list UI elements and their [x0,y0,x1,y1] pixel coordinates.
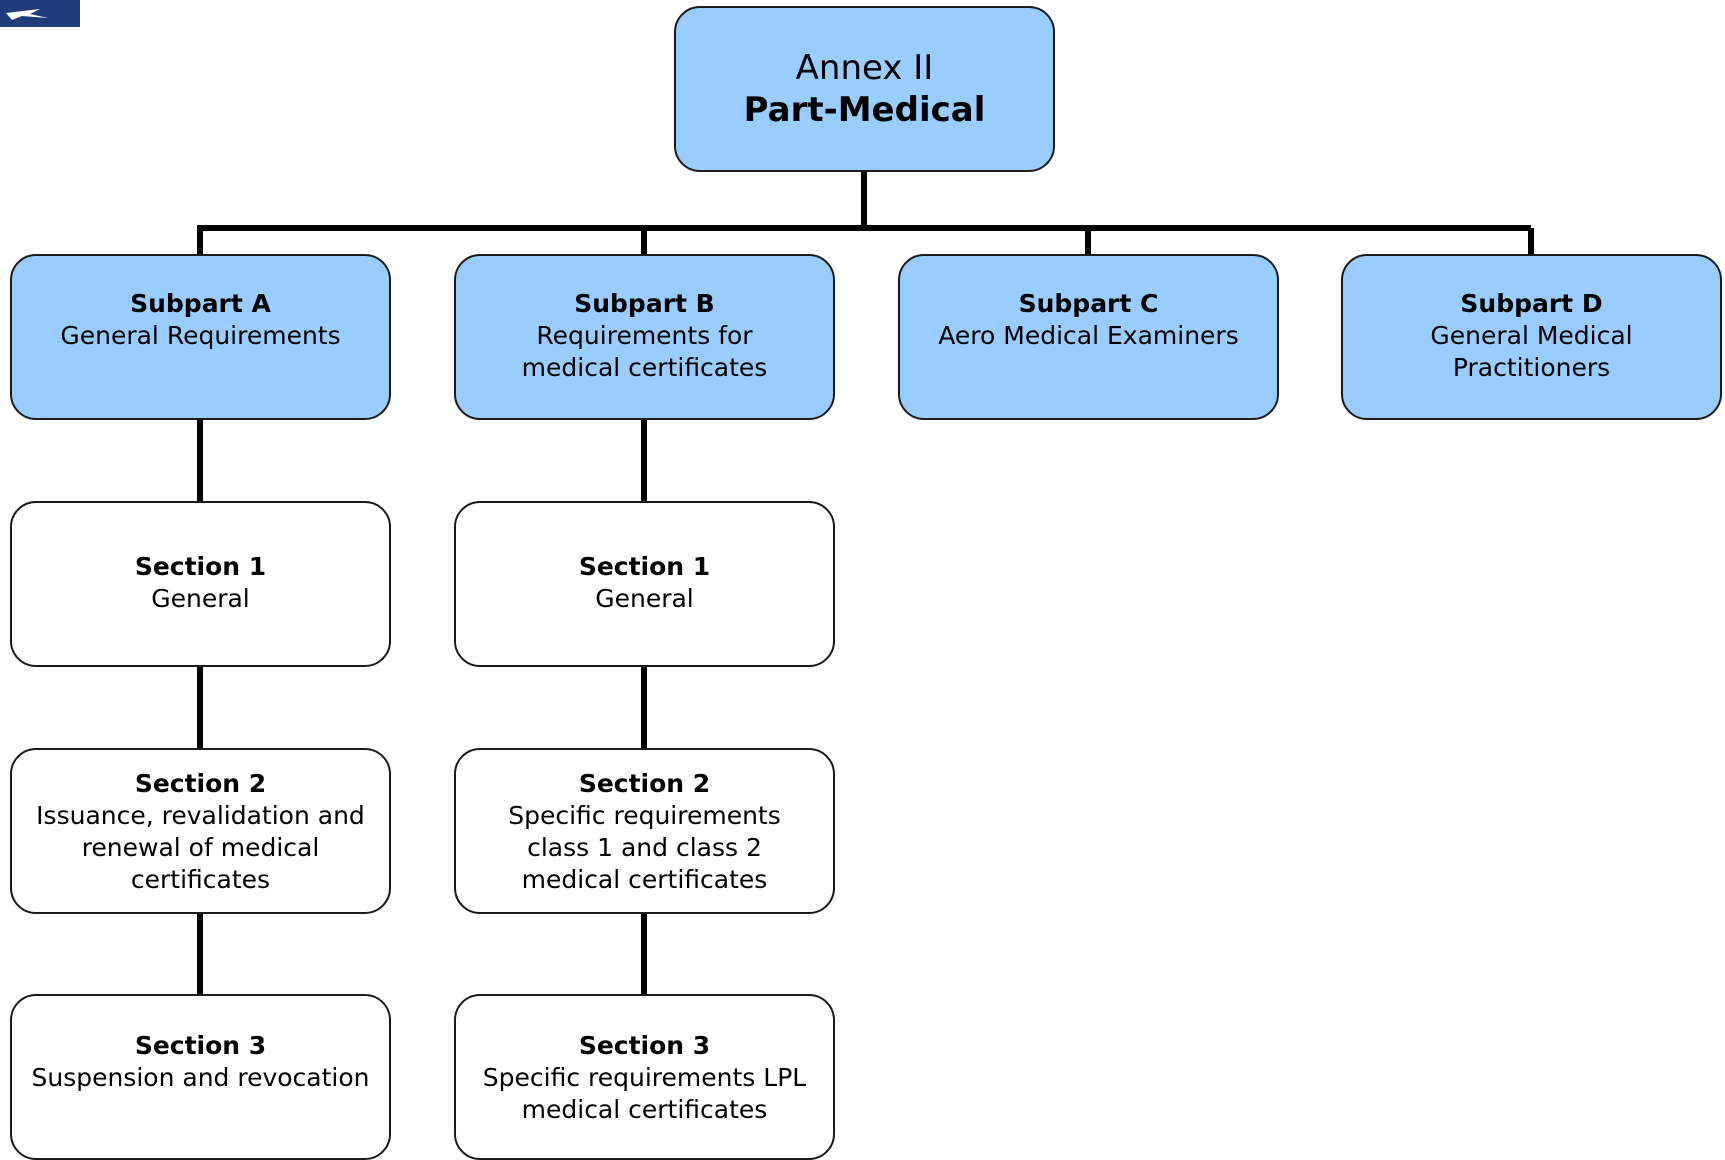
subpart-a-section-3-title: Section 3 [134,1031,267,1060]
subpart-c-box: Subpart C Aero Medical Examiners [898,254,1279,420]
subpart-a-title: Subpart A [130,289,271,318]
subpart-b-section-3-text: Specific requirements LPL medical certif… [482,1063,807,1124]
subpart-a-section-1-title: Section 1 [134,552,267,581]
subpart-a-section-2-box: Section 2 Issuance, revalidation and ren… [10,748,391,914]
subpart-b-section-1-text: General [595,584,694,613]
annex-line1: Annex II [795,48,934,88]
annex-box: Annex II Part-Medical [674,6,1055,172]
logo [0,0,80,27]
subpart-a-section-3-box: Section 3 Suspension and revocation [10,994,391,1160]
subpart-a-section-1-text: General [151,584,250,613]
subpart-b-section-3-title: Section 3 [578,1031,711,1060]
subpart-b-section-2-box: Section 2 Specific requirements class 1 … [454,748,835,914]
subpart-b-title: Subpart B [574,289,715,318]
subpart-a-section-3-text: Suspension and revocation [31,1063,370,1092]
subpart-c-text: Aero Medical Examiners [938,321,1239,350]
subpart-b-section-1-title: Section 1 [578,552,711,581]
subpart-b-section-3-box: Section 3 Specific requirements LPL medi… [454,994,835,1160]
subpart-c-title: Subpart C [1018,289,1159,318]
subpart-d-text: General Medical Practitioners [1430,321,1633,382]
subpart-a-box: Subpart A General Requirements [10,254,391,420]
subpart-b-section-2-text: Specific requirements class 1 and class … [508,801,781,894]
subpart-a-section-2-title: Section 2 [134,769,267,798]
subpart-b-section-2-title: Section 2 [578,769,711,798]
subpart-b-text: Requirements for medical certificates [521,321,768,382]
annex-line2: Part-Medical [743,90,986,130]
subpart-a-section-2-text: Issuance, revalidation and renewal of me… [36,801,365,894]
subpart-d-title: Subpart D [1460,289,1603,318]
subpart-d-box: Subpart D General Medical Practitioners [1341,254,1722,420]
subpart-a-text: General Requirements [60,321,341,350]
subpart-a-section-1-box: Section 1 General [10,501,391,667]
subpart-b-box: Subpart B Requirements for medical certi… [454,254,835,420]
subpart-b-section-1-box: Section 1 General [454,501,835,667]
